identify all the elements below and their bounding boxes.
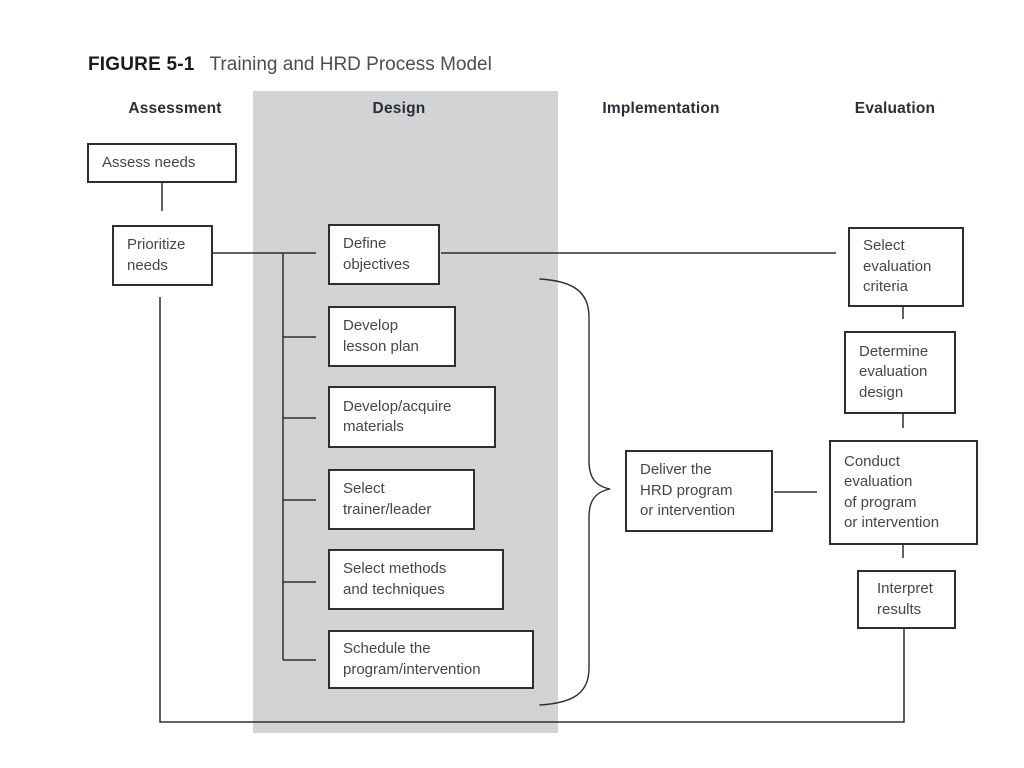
box-interpret-results: Interpret results xyxy=(857,570,956,629)
box-select-trainer-leader: Select trainer/leader xyxy=(328,469,475,530)
box-define-objectives: Define objectives xyxy=(328,224,440,285)
box-determine-evaluation-design: Determine evaluation design xyxy=(844,331,956,414)
box-select-methods-techniques: Select methods and techniques xyxy=(328,549,504,610)
box-develop-acquire-materials: Develop/acquire materials xyxy=(328,386,496,448)
box-develop-lesson-plan: Develop lesson plan xyxy=(328,306,456,367)
box-assess-needs: Assess needs xyxy=(87,143,237,183)
box-prioritize-needs: Prioritize needs xyxy=(112,225,213,286)
phase-header-evaluation: Evaluation xyxy=(854,100,936,117)
design-outputs-brace xyxy=(539,278,611,706)
figure-heading: FIGURE 5-1 Training and HRD Process Mode… xyxy=(88,54,492,76)
box-schedule-program-intervention: Schedule the program/intervention xyxy=(328,630,534,689)
phase-header-design: Design xyxy=(372,100,426,117)
box-deliver-hrd-program: Deliver the HRD program or intervention xyxy=(625,450,773,532)
phase-header-assessment: Assessment xyxy=(128,100,222,117)
phase-header-implementation: Implementation xyxy=(602,100,720,117)
figure-title: Training and HRD Process Model xyxy=(209,54,492,75)
figure-label: FIGURE 5-1 xyxy=(88,54,195,75)
box-select-evaluation-criteria: Select evaluation criteria xyxy=(848,227,964,307)
feedback-loop-to-prioritize-needs xyxy=(159,297,905,723)
box-conduct-evaluation: Conduct evaluation of program or interve… xyxy=(829,440,978,545)
